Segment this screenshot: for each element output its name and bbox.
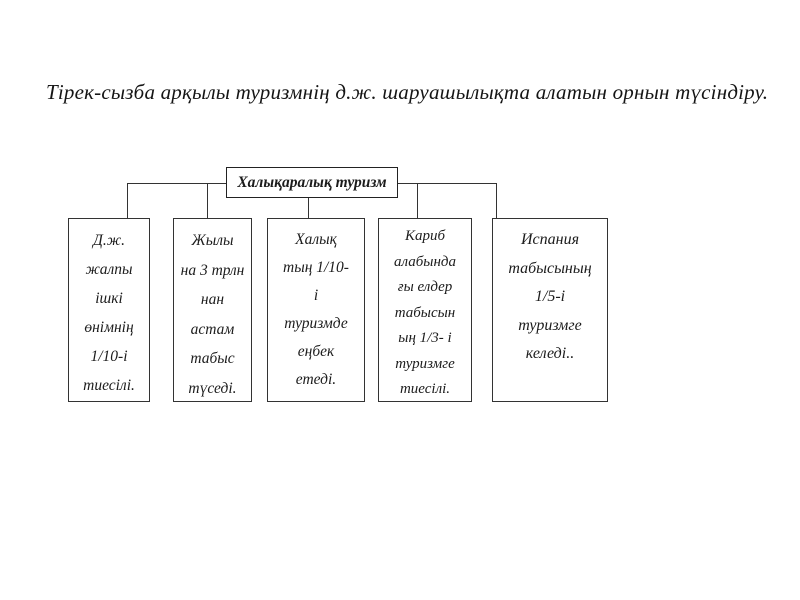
connector-drop-2 (207, 183, 208, 218)
box-population-share-line: еңбек (297, 343, 335, 360)
box-spain-share-line: келеді.. (525, 345, 575, 362)
box-caribbean-share-line: Кариб (404, 228, 445, 244)
connector-horizontal-right (398, 183, 497, 184)
box-spain-share-line: Испания (520, 231, 580, 248)
connector-horizontal-left (127, 183, 226, 184)
box-caribbean-share-line: алабында (394, 253, 456, 270)
connector-drop-3 (308, 198, 309, 218)
box-caribbean-share-line: туризмге (395, 355, 455, 372)
box-caribbean-share-line: ың 1/3- і (398, 330, 452, 346)
box-annual-income-line: табыс (190, 350, 235, 367)
box-gdp-share-line: тиесілі. (83, 377, 135, 394)
box-gdp-share-line: 1/10-і (90, 348, 128, 365)
connector-drop-5 (496, 183, 497, 218)
root-node-label: Халықаралық туризм (237, 173, 387, 191)
box-population-share-line: тың 1/10- (283, 259, 349, 276)
box-gdp-share-line: өнімнің (84, 319, 134, 336)
box-gdp-share-line: жалпы (85, 261, 133, 278)
box-population-share-line: туризмде (284, 315, 348, 332)
box-population-share-line: і (313, 287, 319, 304)
box-spain-share-line: табысының (508, 259, 592, 277)
box-spain-share-line: туризмге (518, 316, 582, 334)
box-population-share-line: Халық (295, 231, 337, 248)
connector-drop-4 (417, 183, 418, 218)
connector-drop-1 (127, 183, 128, 218)
box-caribbean-share: Кариб алабында ғы елдер табысын ың 1/3- і тур… (378, 218, 472, 402)
box-population-share-line: етеді. (295, 371, 337, 388)
box-caribbean-share-line: тиесілі. (399, 381, 451, 397)
box-gdp-share-line: ішкі (95, 290, 123, 307)
root-node-international-tourism: Халықаралық туризм (226, 167, 398, 198)
box-annual-income-line: на 3 трлн (180, 261, 245, 279)
box-gdp-share-line: Д.ж. (92, 232, 126, 249)
slide-title: Тірек-сызба арқылы туризмнің д.ж. шаруаш… (46, 80, 769, 104)
box-population-share: Халық тың 1/10- і туризмде еңбек етеді. (267, 218, 365, 402)
box-annual-income: Жылы на 3 трлн нан астам табыс түседі. (173, 218, 252, 402)
box-annual-income-line: нан (200, 291, 225, 308)
box-caribbean-share-line: ғы елдер (397, 279, 453, 295)
box-annual-income-line: Жылы (191, 232, 234, 249)
box-annual-income-line: астам (190, 320, 235, 338)
box-spain-share-line: 1/5-і (534, 288, 566, 305)
box-caribbean-share-line: табысын (394, 304, 456, 321)
box-spain-share: Испания табысының 1/5-і туризмге келеді.. (492, 218, 608, 402)
box-annual-income-line: түседі. (188, 379, 237, 397)
box-gdp-share: Д.ж. жалпы ішкі өнімнің 1/10-і тиесілі. (68, 218, 150, 402)
